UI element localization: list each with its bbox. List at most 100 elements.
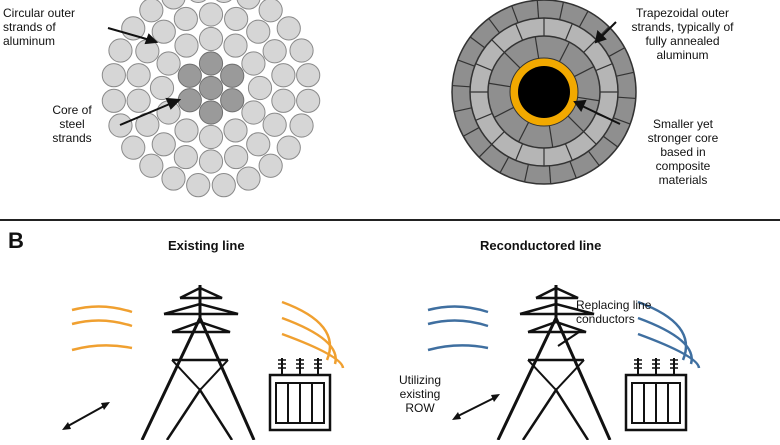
aluminum-strand	[151, 132, 176, 157]
aluminum-strand	[296, 88, 321, 113]
aluminum-strand	[236, 166, 261, 191]
trap-strand-divider	[499, 156, 510, 174]
aluminum-strand	[101, 88, 126, 113]
aluminum-strand	[247, 75, 273, 101]
conductor-wire-left	[427, 305, 489, 314]
aluminum-strand	[271, 63, 296, 88]
trap-strand-divider	[463, 127, 480, 137]
aluminum-strand	[215, 0, 232, 3]
trap-strand-divider	[583, 39, 597, 53]
trap-strand-divider	[559, 1, 564, 20]
trap-strand-divider	[515, 143, 524, 161]
row-arrow-existing	[67, 405, 105, 427]
label-line: stronger core	[647, 131, 719, 145]
composite-core	[518, 66, 570, 118]
tower-legs	[496, 314, 612, 441]
tower-crossarm	[527, 320, 587, 334]
panel-divider	[0, 219, 780, 221]
arrow-outer-circular	[107, 27, 151, 41]
existing-line-title: Existing line	[168, 238, 245, 253]
trap-strand-divider	[602, 135, 619, 148]
aluminum-strand	[161, 166, 186, 191]
aluminum-strand	[276, 16, 301, 41]
conductor-wire-left	[427, 319, 489, 328]
conductor-wire-right	[281, 300, 332, 361]
label-line: materials	[658, 173, 708, 187]
arrowhead-core-composite	[573, 99, 587, 112]
label-line: Trapezoidal outer	[636, 6, 729, 20]
aluminum-strand	[161, 0, 186, 10]
trap-strand-divider	[491, 131, 505, 145]
aluminum-strand	[198, 2, 224, 27]
tower-crossarm	[163, 302, 239, 316]
arrowhead-outer-trap	[594, 29, 607, 44]
existing-line-scene	[71, 285, 345, 441]
aluminum-strand	[246, 19, 271, 44]
trap-strand-divider	[578, 10, 589, 28]
label-line: conductors	[576, 312, 635, 326]
trap-strand-divider	[548, 165, 552, 184]
aluminum-strand	[139, 153, 164, 178]
trap-strand-divider	[515, 23, 524, 41]
label-line: Utilizing	[398, 373, 441, 387]
trap-strand-divider	[613, 117, 631, 125]
conductor-wire-left	[71, 319, 133, 328]
label-line: steel	[59, 117, 85, 131]
aluminum-strand	[276, 135, 301, 160]
tower-crossarm	[519, 302, 595, 316]
trap-strand-divider	[488, 82, 511, 88]
aluminum-strand	[262, 112, 287, 137]
tower-legs	[140, 314, 256, 441]
aluminum-strand	[173, 144, 198, 170]
trap-strand-divider	[558, 41, 570, 62]
tower-cross-brace	[555, 359, 585, 391]
trap-strand-divider	[617, 96, 636, 100]
aluminum-strand	[126, 63, 151, 88]
trap-strand-divider	[491, 39, 505, 53]
trap-strand-divider	[595, 63, 613, 72]
trap-strand-divider	[478, 143, 493, 158]
aluminum-strand	[190, 0, 207, 3]
aluminum-strand	[241, 100, 266, 125]
tower-cross-brace	[527, 359, 557, 391]
trap-strand-divider	[511, 5, 519, 23]
aluminum-strand	[223, 118, 248, 143]
label-composite-core: Smaller yet stronger core based in compo…	[628, 117, 738, 187]
label-line: strands of	[3, 20, 56, 34]
trap-strand-divider	[616, 71, 634, 77]
trap-strand-divider	[493, 106, 514, 118]
label-line: Replacing line	[576, 298, 652, 312]
aluminum-strand	[296, 63, 321, 88]
trap-strand-divider	[524, 164, 529, 183]
tower-crossarm	[171, 320, 231, 334]
aluminum-strand	[101, 63, 126, 88]
aluminum-strand	[173, 6, 198, 32]
aluminum-strand	[174, 118, 199, 143]
tower-crossarm	[535, 286, 579, 300]
trap-strand-divider	[577, 96, 600, 102]
conductor-wire-right	[637, 300, 688, 361]
conductor-wire-left	[427, 344, 489, 352]
aluminum-strand	[156, 51, 181, 76]
aluminum-strand	[186, 173, 211, 198]
label-line: aluminum	[3, 34, 56, 48]
trap-strand-divider	[457, 59, 475, 67]
trap-strand-divider	[564, 143, 573, 161]
label-line: ROW	[405, 401, 435, 415]
steel-strand	[198, 75, 224, 101]
row-arrowhead-reconductored	[491, 394, 500, 402]
label-circular-outer-strands: Circular outer strands of aluminum	[3, 6, 75, 48]
aluminum-strand	[151, 19, 176, 44]
label-utilizing-row: Utilizing existing ROW	[390, 373, 450, 415]
aluminum-strand	[198, 26, 224, 52]
aluminum-strand	[289, 113, 314, 138]
aluminum-strand	[224, 6, 249, 32]
steel-strand	[177, 88, 202, 113]
tower-cross-brace	[171, 359, 201, 391]
arrowhead-outer-circular	[144, 33, 159, 45]
aluminum-strand	[262, 39, 287, 64]
trapezoidal-conductor-cross-section	[451, 0, 637, 185]
aluminum-strand	[198, 124, 224, 150]
arrow-replacing-conductors	[557, 329, 583, 347]
